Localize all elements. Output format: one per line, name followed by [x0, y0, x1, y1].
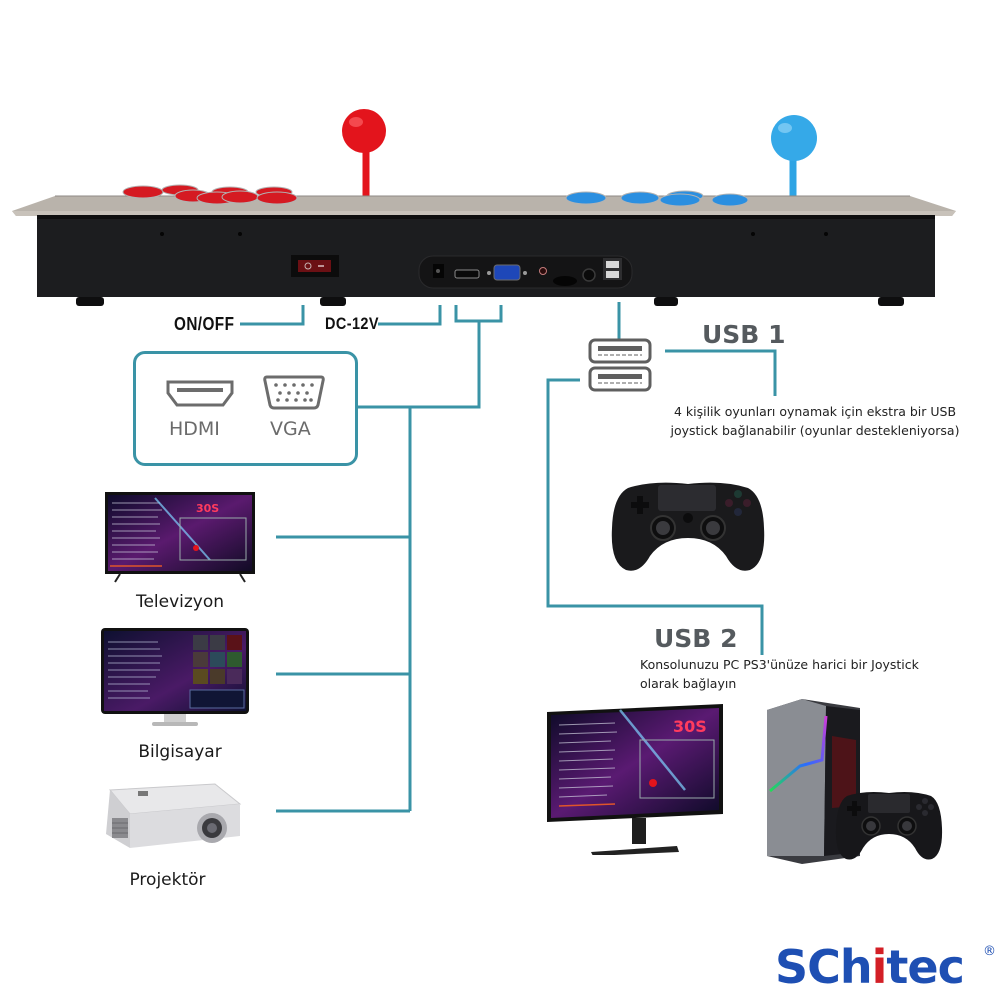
vga-port-icon	[263, 375, 325, 410]
dc-12v-label: DC-12V	[325, 314, 379, 333]
usb2-description: Konsolunuzu PC PS3'ünüze harici bir Joys…	[640, 655, 970, 693]
monitor-icon	[101, 628, 249, 726]
brand-part-sc: SC	[775, 940, 841, 994]
brand-part-i: i	[871, 940, 888, 994]
video-output-box: HDMI VGA	[133, 351, 358, 466]
svg-text:30S: 30S	[673, 717, 707, 736]
hdmi-port-icon	[166, 380, 234, 407]
usb2-desc-line1: Konsolunuzu PC PS3'ünüze harici bir Joys…	[640, 657, 919, 672]
projector-item: Projektör	[100, 778, 260, 898]
arcade-console	[0, 100, 1000, 320]
brand-part-h: h	[839, 940, 873, 994]
vga-label: VGA	[270, 418, 311, 440]
gamepad-icon	[611, 482, 765, 571]
power-switch	[291, 255, 339, 277]
usb1-desc-line1: 4 kişilik oyunları oynamak için ekstra b…	[673, 404, 957, 419]
computer-item: Bilgisayar	[100, 628, 260, 768]
registered-mark: ®	[983, 944, 996, 959]
svg-text:30S: 30S	[196, 502, 219, 515]
projector-icon	[106, 783, 242, 848]
usb2-desc-line2: olarak bağlayın	[640, 676, 737, 691]
monitor-icon: 30S	[547, 704, 723, 855]
usb1-description: 4 kişilik oyunları oynamak için ekstra b…	[650, 402, 980, 440]
brand-part-tec: tec	[886, 940, 964, 994]
computer-label: Bilgisayar	[138, 742, 222, 762]
hdmi-label: HDMI	[169, 418, 220, 440]
television-icon: 30S	[105, 492, 255, 583]
television-label: Televizyon	[135, 592, 225, 612]
usb1-title: USB 1	[702, 320, 786, 349]
gamepad-icon	[835, 792, 943, 860]
usb1-desc-line2: joystick bağlanabilir (oyunlar desteklen…	[670, 423, 960, 438]
television-item: 30S Televizyon	[100, 490, 260, 620]
usb-port-icon	[588, 338, 652, 392]
on-off-label: ON/OFF	[174, 314, 235, 334]
brand-logo: SChitec	[775, 940, 965, 994]
usb2-title: USB 2	[654, 624, 738, 653]
projector-label: Projektör	[129, 870, 206, 890]
